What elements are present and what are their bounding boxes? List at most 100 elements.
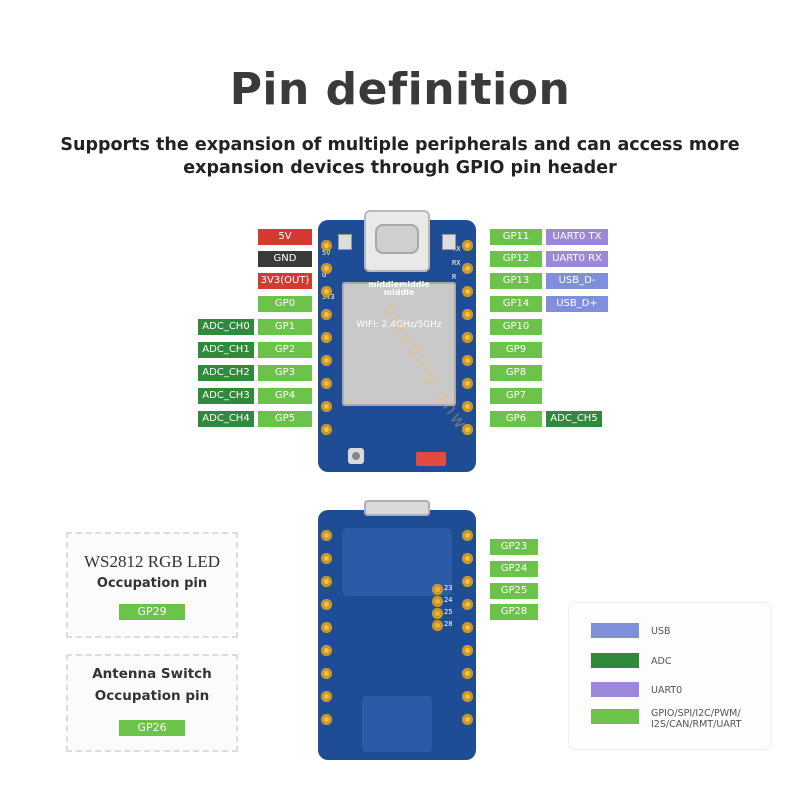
antenna-box: Antenna Switch Occupation pin GP26 <box>66 654 238 752</box>
back-silk-28: 28 <box>444 620 453 628</box>
back-left-pad-3 <box>321 599 332 610</box>
back-inner-pad-23 <box>432 584 443 595</box>
legend-label-gpio: GPIO/SPI/I2C/PWM/ I2S/CAN/RMT/UART <box>651 708 741 730</box>
back-left-pad-2 <box>321 576 332 587</box>
boot-button <box>338 234 352 250</box>
back-left-pad-7 <box>321 691 332 702</box>
back-right-pad-0 <box>462 530 473 541</box>
back-silk-labels: 23 24 25 28 <box>444 582 452 630</box>
back-inner-pad-25 <box>432 608 443 619</box>
front-left-pad-4 <box>321 332 332 343</box>
left-adc-tag-ch4: ADC_CH4 <box>198 411 254 427</box>
front-right-pad-0 <box>462 240 473 251</box>
left-pin-tag-gp1: GP1 <box>258 319 312 335</box>
back-right-pad-8 <box>462 714 473 725</box>
back-silk-24: 24 <box>444 596 453 604</box>
module-brand: middlemiddle <box>368 280 430 289</box>
board-back: 23 24 25 28 <box>318 500 476 760</box>
reset-button <box>442 234 456 250</box>
front-right-pad-4 <box>462 332 473 343</box>
silk-3v3: 3V3 <box>322 293 335 301</box>
page-title: Pin definition <box>229 64 571 115</box>
back-pin-tag-gp23: GP23 <box>490 539 538 555</box>
right-pin-tag-gp13: GP13 <box>490 273 542 289</box>
ws2812-subtitle: Occupation pin <box>96 576 208 591</box>
subtitle-line-2: expansion devices through GPIO pin heade… <box>183 158 617 178</box>
front-right-pad-5 <box>462 355 473 366</box>
silk-5v: 5V <box>322 249 331 257</box>
left-pin-tag-gp0: GP0 <box>258 296 312 312</box>
legend-label-adc: ADC <box>651 656 672 667</box>
front-right-pad-3 <box>462 309 473 320</box>
back-left-pad-6 <box>321 668 332 679</box>
silk-g: G <box>322 271 327 279</box>
legend-label-uart0: UART0 <box>651 685 683 696</box>
front-left-pad-1 <box>321 263 332 274</box>
back-inner-pad-28 <box>432 620 443 631</box>
right-func-tag-usb-dm: USB_D- <box>546 273 608 289</box>
right-pin-tag-gp7: GP7 <box>490 388 542 404</box>
right-func-tag-usb-dp: USB_D+ <box>546 296 608 312</box>
page-subtitle: Supports the expansion of multiple perip… <box>0 134 800 180</box>
right-pin-tag-gp10: GP10 <box>490 319 542 335</box>
back-right-pad-3 <box>462 599 473 610</box>
ws2812-pin-tag: GP29 <box>119 604 185 620</box>
right-func-tag-uart0-tx: UART0 TX <box>546 229 608 245</box>
back-pin-tag-gp24: GP24 <box>490 561 538 577</box>
back-left-pad-4 <box>321 622 332 633</box>
usb-c-port-opening <box>375 224 419 254</box>
back-left-pad-5 <box>321 645 332 656</box>
front-right-pad-1 <box>462 263 473 274</box>
front-left-pad-5 <box>321 355 332 366</box>
back-lower-area <box>362 696 432 752</box>
right-pin-tag-gp12: GP12 <box>490 251 542 267</box>
legend-box: USB ADC UART0 GPIO/SPI/I2C/PWM/ I2S/CAN/… <box>568 602 772 750</box>
back-silk-23: 23 <box>444 584 453 592</box>
legend-swatch-adc <box>591 653 639 668</box>
front-right-pad-7 <box>462 401 473 412</box>
silk-left: 5V G 3V3 <box>322 242 335 308</box>
antenna-connector <box>348 448 364 464</box>
back-right-pad-5 <box>462 645 473 656</box>
back-right-pad-4 <box>462 622 473 633</box>
left-pin-tag-gp5: GP5 <box>258 411 312 427</box>
legend-label-gpio-line2: I2S/CAN/RMT/UART <box>651 719 742 730</box>
antenna-title: Antenna Switch <box>92 666 212 682</box>
silk-tx: TX <box>452 245 461 253</box>
front-right-pad-6 <box>462 378 473 389</box>
left-pin-tag-5v: 5V <box>258 229 312 245</box>
back-pin-tag-gp25: GP25 <box>490 583 538 599</box>
legend-label-usb: USB <box>651 626 671 637</box>
front-left-pad-2 <box>321 286 332 297</box>
left-pin-tag-3v3: 3V3(OUT) <box>258 273 312 289</box>
ws2812-box: WS2812 RGB LED Occupation pin GP29 <box>66 532 238 638</box>
legend-label-gpio-line1: GPIO/SPI/I2C/PWM/ <box>651 708 741 719</box>
right-pin-tag-gp9: GP9 <box>490 342 542 358</box>
front-left-pad-8 <box>321 424 332 435</box>
silk-right: TX RX R <box>452 242 460 284</box>
rgb-led <box>416 452 446 466</box>
front-right-pad-2 <box>462 286 473 297</box>
front-right-pad-8 <box>462 424 473 435</box>
antenna-connector-center <box>352 452 360 460</box>
back-right-pad-6 <box>462 668 473 679</box>
back-silk-25: 25 <box>444 608 453 616</box>
silk-rx: RX <box>452 259 461 267</box>
back-left-pad-0 <box>321 530 332 541</box>
right-func-tag-adc-ch5: ADC_CH5 <box>546 411 602 427</box>
left-adc-tag-ch2: ADC_CH2 <box>198 365 254 381</box>
right-pin-tag-gp14: GP14 <box>490 296 542 312</box>
front-left-pad-3 <box>321 309 332 320</box>
left-adc-tag-ch1: ADC_CH1 <box>198 342 254 358</box>
board-front: 5V G 3V3 TX RX R middlemiddle middle WIF… <box>318 210 476 472</box>
usb-c-connector <box>364 210 430 272</box>
module-sub: middle <box>383 288 415 297</box>
back-right-pad-7 <box>462 691 473 702</box>
legend-swatch-usb <box>591 623 639 638</box>
left-pin-tag-gp2: GP2 <box>258 342 312 358</box>
back-left-pad-1 <box>321 553 332 564</box>
front-left-pad-6 <box>321 378 332 389</box>
right-pin-tag-gp8: GP8 <box>490 365 542 381</box>
left-adc-tag-ch3: ADC_CH3 <box>198 388 254 404</box>
subtitle-line-1: Supports the expansion of multiple perip… <box>60 135 740 155</box>
